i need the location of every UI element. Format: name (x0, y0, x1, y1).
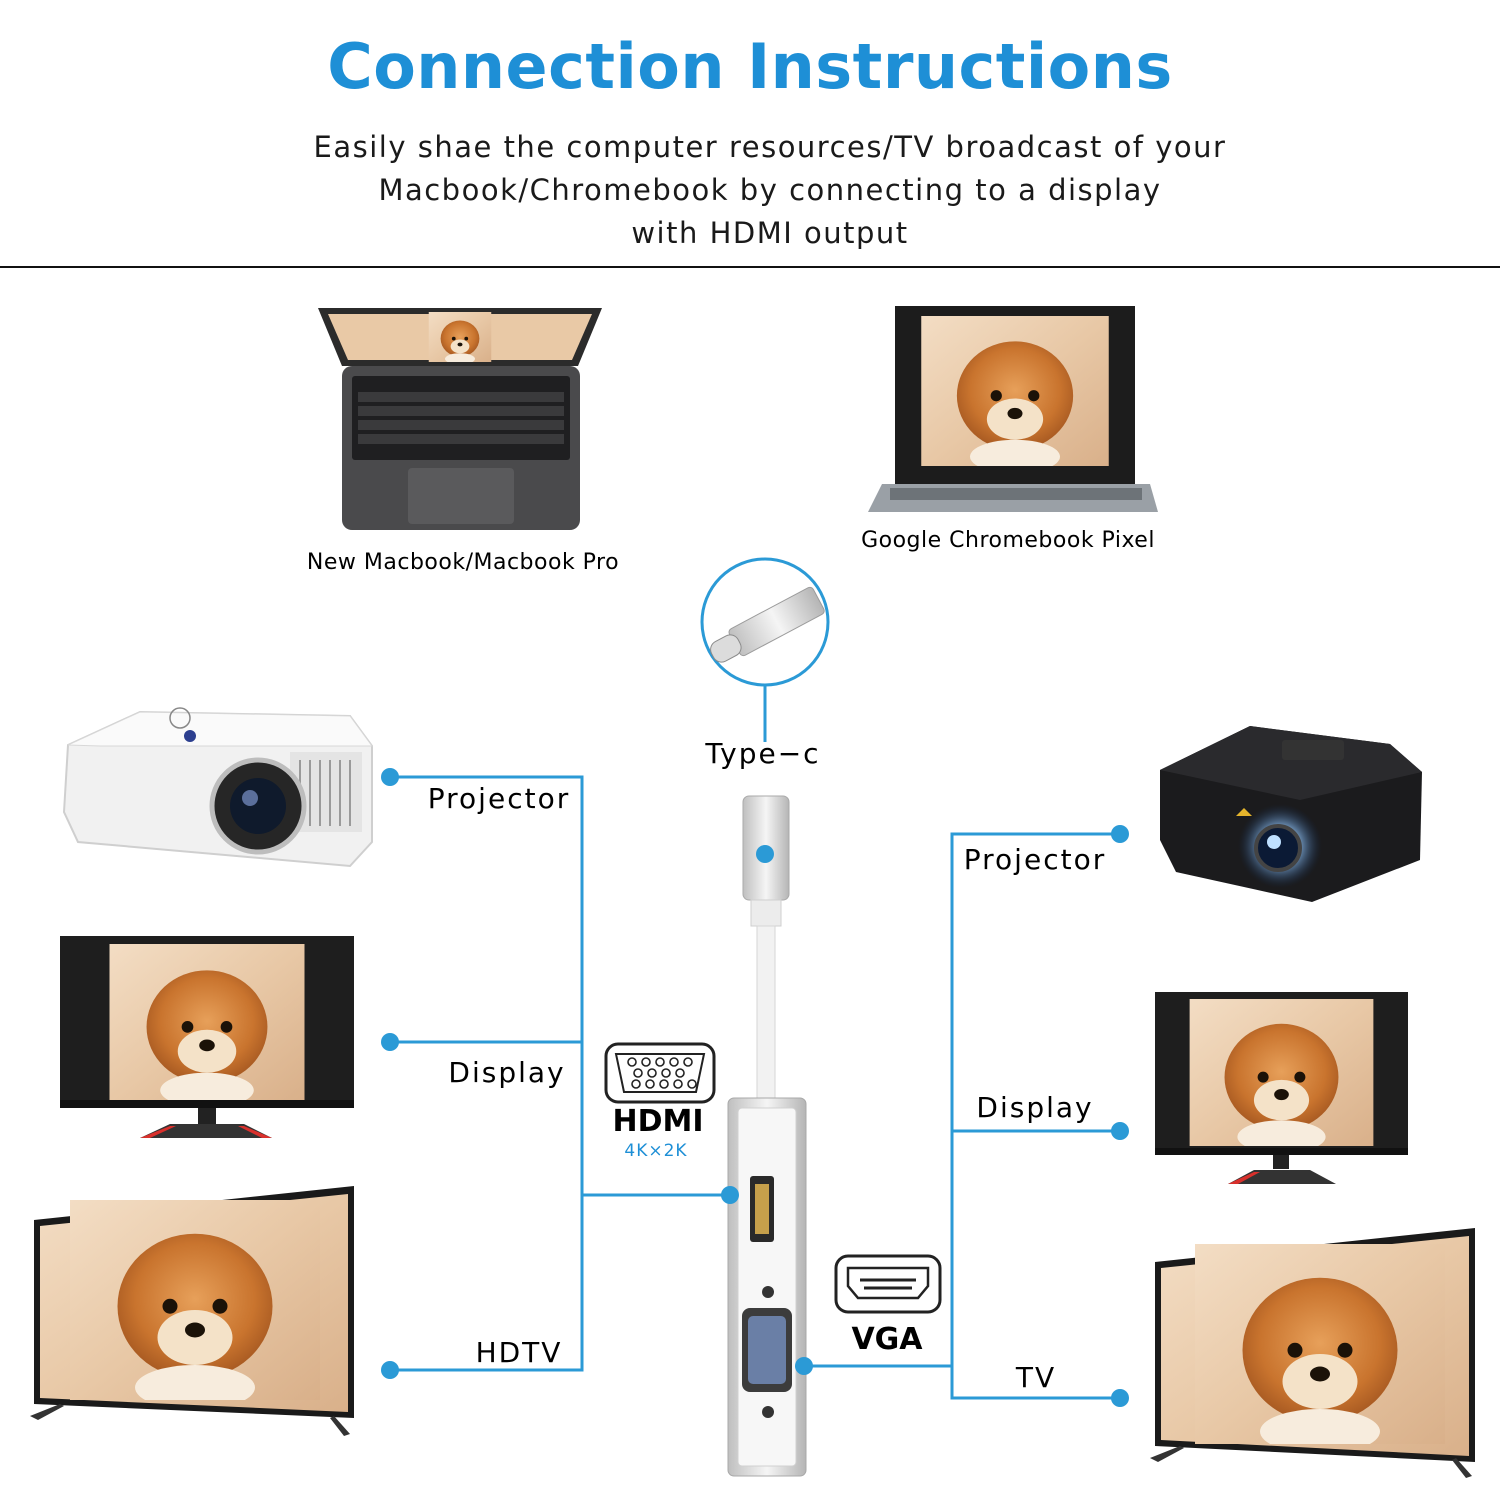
hdmi-resolution-label: 4K×2K (624, 1141, 687, 1161)
right-display-image (1155, 992, 1408, 1184)
subtitle-line-3: with HDMI output (631, 216, 909, 250)
page-title: Connection Instructions (327, 30, 1173, 103)
adapter-image (727, 795, 807, 1477)
type-c-label: Type−c (704, 737, 820, 770)
subtitle-line-2: Macbook/Chromebook by connecting to a di… (378, 173, 1162, 207)
vga-display-dot (1111, 1122, 1129, 1140)
hdmi-projector-dot (381, 768, 399, 786)
left-hdtv-image (30, 1186, 354, 1436)
hdmi-output-display-label: Display (448, 1056, 565, 1089)
hdmi-port-dot (721, 1186, 739, 1204)
vga-output-projector-label: Projector (964, 843, 1106, 876)
vga-connection-lines (804, 832, 1120, 1400)
vga-tv-dot (1111, 1389, 1129, 1407)
macbook-image (318, 308, 602, 530)
hdmi-connection-lines (390, 775, 730, 1372)
hdmi-port-icon (604, 1042, 716, 1104)
vga-projector-dot (1111, 825, 1129, 843)
hdmi-output-projector-label: Projector (428, 782, 570, 815)
hdmi-output-hdtv-label: HDTV (476, 1336, 563, 1369)
black-projector-image (1160, 726, 1422, 902)
vga-output-display-label: Display (976, 1091, 1093, 1124)
white-projector-image (62, 707, 373, 868)
type-c-port-dot (756, 845, 774, 863)
subtitle-line-1: Easily shae the computer resources/TV br… (313, 130, 1227, 164)
chromebook-caption: Google Chromebook Pixel (861, 528, 1155, 553)
hdmi-display-dot (381, 1033, 399, 1051)
type-c-connector-icon (700, 557, 830, 687)
left-display-image (60, 936, 354, 1138)
vga-output-tv-label: TV (1015, 1361, 1056, 1394)
chromebook-image (868, 306, 1158, 512)
hdmi-label: HDMI (612, 1104, 703, 1139)
vga-port-icon (834, 1254, 942, 1314)
hdmi-hdtv-dot (381, 1361, 399, 1379)
header-divider (0, 266, 1500, 268)
right-tv-image (1150, 1228, 1475, 1478)
page-subtitle: Easily shae the computer resources/TV br… (250, 126, 1290, 255)
vga-port-dot (795, 1357, 813, 1375)
vga-label: VGA (851, 1322, 923, 1357)
macbook-caption: New Macbook/Macbook Pro (307, 550, 619, 575)
